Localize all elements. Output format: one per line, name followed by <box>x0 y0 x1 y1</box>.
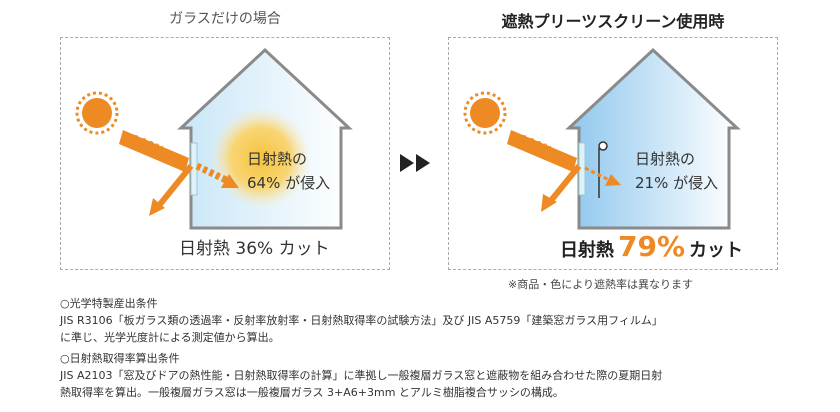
left-panel: 100% 日射熱の 64% が侵入 日射熱 36% カット <box>60 37 390 270</box>
right-house-illustration <box>463 47 741 230</box>
right-cut-value: 79% <box>618 230 686 263</box>
solar-line1: JIS A2103「窓及びドアの熱性能・日射熱取得率の計算」に準拠し一般複層ガラ… <box>60 369 663 382</box>
right-cut-prefix: 日射熱 <box>560 240 614 261</box>
incoming-ray <box>507 130 577 172</box>
left-house-illustration <box>75 47 353 230</box>
right-cut-suffix: カット <box>689 240 744 261</box>
sun-icon <box>463 91 507 135</box>
right-panel-title: 遮熱プリーツスクリーン使用時 <box>501 12 725 31</box>
reflected-arrow <box>541 194 557 212</box>
reflected-arrow <box>149 198 165 216</box>
sun-icon <box>75 91 119 135</box>
solar-line2: 熱取得率を算出。一般複層ガラス窓は一般複層ガラス 3+A6+3mm とアルミ樹脂… <box>60 386 564 399</box>
solar-heading: ○日射熱取得率算出条件 <box>60 352 180 365</box>
double-play-icon <box>400 154 430 172</box>
transmitted-arrow <box>605 174 621 186</box>
optical-line1: JIS R3106「板ガラス類の透過率・反射率放射率・日射熱取得率の試験方法」及… <box>60 314 663 327</box>
house-shape <box>565 47 741 230</box>
right-panel: 100% 日射熱の 21% が侵入 <box>448 37 778 270</box>
optical-line2: に準じ、光学光度計による測定値から算出。 <box>60 331 280 344</box>
heat-glow <box>211 108 311 208</box>
left-inflow-line1: 日射熱の <box>247 150 308 168</box>
transmitted-arrow <box>221 174 239 188</box>
optical-heading: ○光学特製産出条件 <box>60 297 158 310</box>
left-cut-text: 日射熱 36% カット <box>179 239 330 259</box>
right-inflow-line1: 日射熱の <box>635 150 696 168</box>
left-panel-title: ガラスだけの場合 <box>169 11 281 27</box>
disclaimer-note: ※商品・色により遮熱率は異なります <box>508 278 693 291</box>
pleated-screen-icon <box>598 141 608 198</box>
left-inflow-line2: 64% が侵入 <box>247 174 331 192</box>
right-inflow-line2: 21% が侵入 <box>635 174 719 192</box>
incoming-ray <box>119 130 189 172</box>
